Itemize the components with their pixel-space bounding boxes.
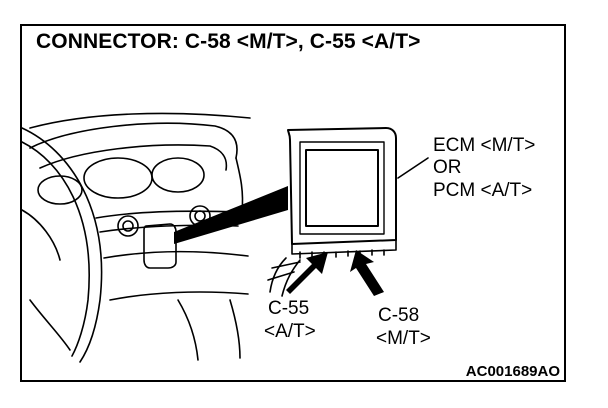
connector-c58-variant: <M/T> — [376, 328, 431, 349]
module-label-line3: PCM <A/T> — [433, 180, 533, 201]
instrument-hood — [29, 122, 238, 159]
diagram-frame — [20, 24, 566, 382]
module-leader-line — [397, 157, 429, 179]
steering-wheel-rim — [21, 127, 103, 363]
diagram-title: CONNECTOR: C-58 <M/T>, C-55 <A/T> — [36, 30, 421, 53]
dashboard-top — [29, 112, 251, 129]
arrow-c58 — [350, 250, 384, 296]
connector-c58-name: C-58 — [378, 305, 420, 326]
module-label-line2: OR — [433, 157, 462, 178]
connector-c55-name: C-55 — [268, 298, 310, 319]
ecm-location-marker — [143, 223, 177, 269]
projection-wedge — [174, 186, 288, 244]
connector-c55-variant: <A/T> — [264, 321, 316, 342]
arrow-c55 — [286, 252, 328, 294]
module-label-line1: ECM <M/T> — [433, 135, 536, 156]
figure-code: AC001689AO — [465, 363, 560, 380]
